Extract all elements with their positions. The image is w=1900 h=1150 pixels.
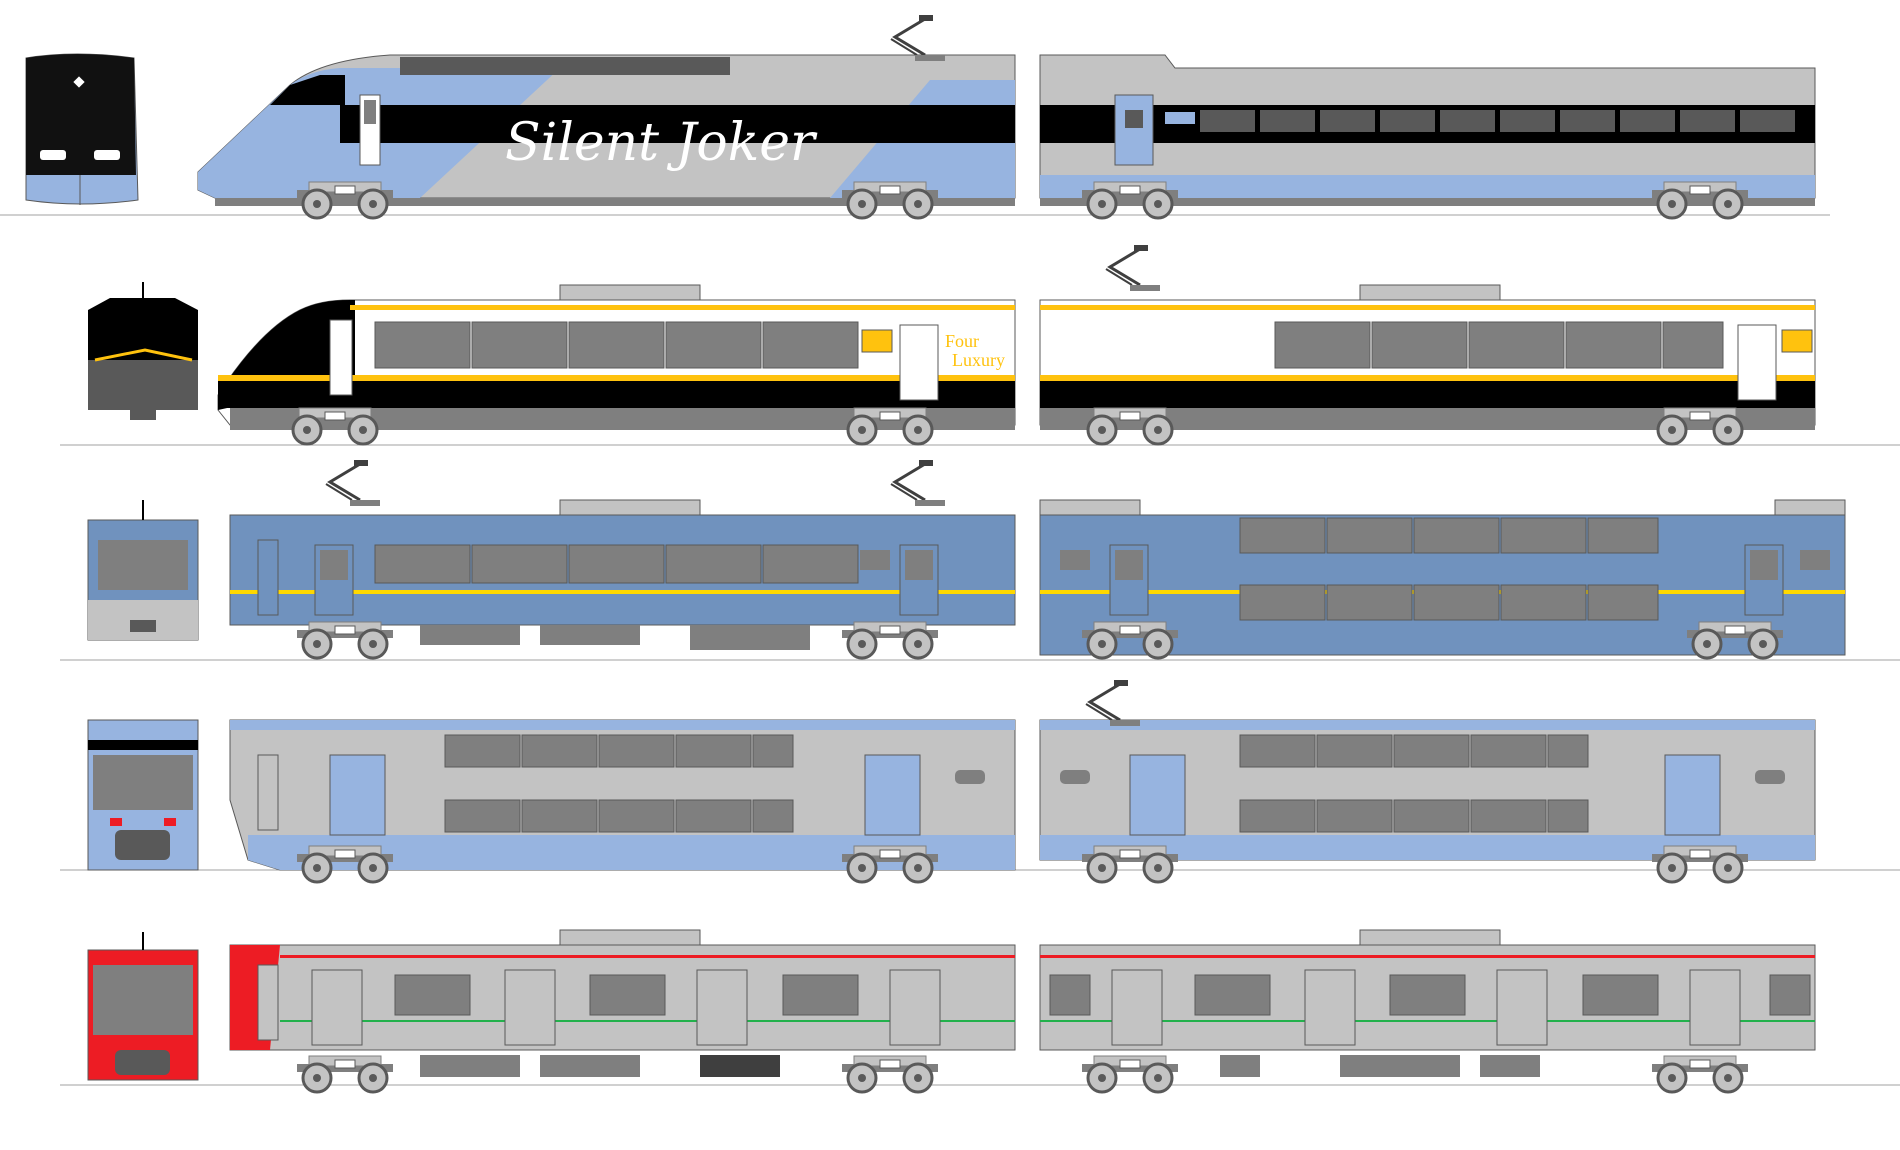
windows-row — [374, 321, 859, 369]
lower-deck-windows — [444, 799, 794, 833]
lower-deck-windows — [1239, 799, 1589, 833]
windows-row — [1200, 110, 1795, 132]
silver-blue-dd-car-2 — [1039, 678, 1816, 884]
train-silver-blue-double-decker — [60, 678, 1900, 884]
train-silent-joker: Silent Joker — [0, 13, 1830, 220]
blue-dd-car-1 — [229, 458, 1016, 660]
silent-joker-car-1: Silent Joker — [197, 13, 1016, 220]
train-red-commuter — [60, 929, 1900, 1094]
silent-joker-front-view — [25, 53, 139, 205]
red-commuter-front-view — [87, 932, 199, 1081]
roof-vents — [400, 57, 730, 75]
livery-text-line2: Luxury — [952, 350, 1005, 370]
four-luxury-car-2 — [1039, 243, 1816, 446]
silent-joker-car-2 — [1039, 54, 1816, 220]
silver-blue-dd-car-1 — [229, 719, 1016, 884]
doors — [1111, 969, 1741, 1046]
livery-text: Silent Joker — [505, 113, 818, 173]
train-four-luxury: Four Luxury — [60, 243, 1900, 446]
upper-deck-windows — [444, 734, 794, 768]
red-commuter-car-1 — [229, 929, 1016, 1094]
upper-deck-windows — [1239, 517, 1659, 554]
four-luxury-front-view — [88, 282, 198, 420]
blue-dd-car-2 — [1039, 499, 1846, 660]
doors — [311, 969, 941, 1046]
windows-row — [1274, 321, 1724, 369]
train-blue-double-decker — [60, 458, 1900, 661]
blue-dd-front-view — [87, 500, 199, 641]
lower-deck-windows — [1239, 584, 1659, 621]
silver-blue-dd-front-view — [87, 719, 199, 871]
upper-deck-windows — [1239, 734, 1589, 768]
livery-text-line1: Four — [945, 331, 979, 351]
four-luxury-car-1: Four Luxury — [217, 284, 1016, 446]
red-commuter-car-2 — [1039, 929, 1816, 1094]
windows-row — [394, 974, 859, 1016]
windows-row — [1049, 974, 1811, 1016]
windows-row — [374, 544, 859, 584]
